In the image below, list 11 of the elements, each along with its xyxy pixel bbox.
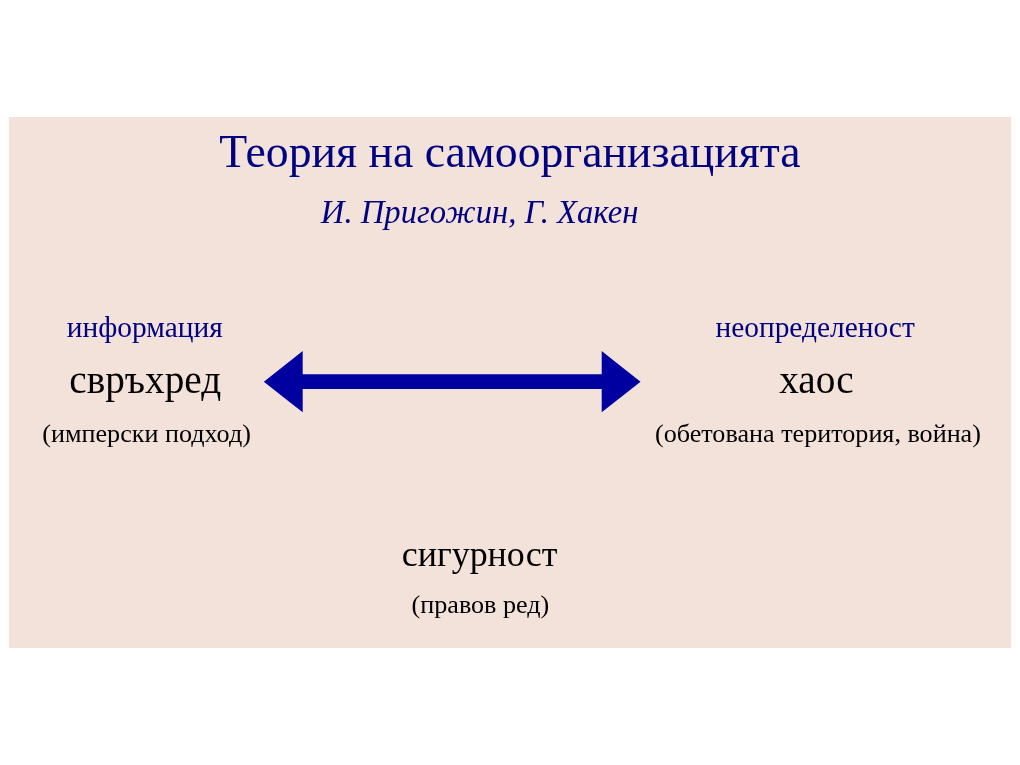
label: И. Пригожин, Г. Хакен <box>320 194 639 231</box>
diagram-title: Теория на самоорганизацията <box>219 125 801 177</box>
label: (правов ред) <box>411 590 550 620</box>
node-text: свръхред <box>69 358 222 402</box>
node-label: информация <box>66 310 223 343</box>
node-text: хаос <box>779 358 854 402</box>
node-label: (имперски подход) <box>42 418 251 448</box>
node-label: (обетована територия, война) <box>655 418 981 448</box>
label: сигурност <box>401 533 558 574</box>
arrow <box>263 351 641 413</box>
node-label: неопределеност <box>715 310 915 343</box>
